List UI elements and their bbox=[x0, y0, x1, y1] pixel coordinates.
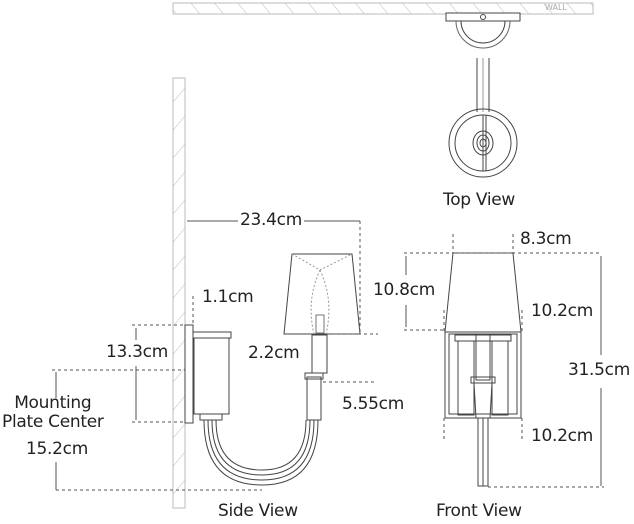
top-view-drawing bbox=[445, 12, 521, 178]
top-wall bbox=[172, 2, 594, 15]
dim-plate-height: 13.3cm bbox=[106, 342, 168, 362]
dim-plate-offset: 1.1cm bbox=[202, 287, 254, 307]
wall-label: WALL bbox=[545, 3, 567, 12]
mounting-plate-label: Mounting Plate Center bbox=[2, 394, 104, 432]
top-view-title: Top View bbox=[443, 190, 516, 210]
dim-shade-top: 8.3cm bbox=[520, 229, 572, 249]
side-view-title: Side View bbox=[218, 501, 298, 521]
dim-cup-height: 5.55cm bbox=[342, 394, 404, 414]
front-view-dimensions bbox=[404, 234, 604, 488]
dim-shade-bottom: 10.2cm bbox=[531, 301, 593, 321]
front-view-title: Front View bbox=[436, 501, 522, 521]
side-view-dimensions bbox=[52, 220, 378, 491]
dim-shade-height: 10.8cm bbox=[373, 280, 435, 300]
side-view-drawing bbox=[184, 253, 361, 486]
dim-backplate-width: 10.2cm bbox=[531, 426, 593, 446]
dim-depth: 23.4cm bbox=[238, 210, 304, 230]
front-view-drawing bbox=[444, 252, 522, 487]
side-wall bbox=[172, 77, 186, 509]
mounting-label-line2: Plate Center bbox=[2, 412, 104, 432]
dim-mounting-center: 15.2cm bbox=[26, 439, 88, 459]
dim-overall-height: 31.5cm bbox=[568, 360, 630, 380]
mounting-label-line1: Mounting bbox=[14, 393, 92, 413]
dim-candle-width: 2.2cm bbox=[248, 343, 300, 363]
